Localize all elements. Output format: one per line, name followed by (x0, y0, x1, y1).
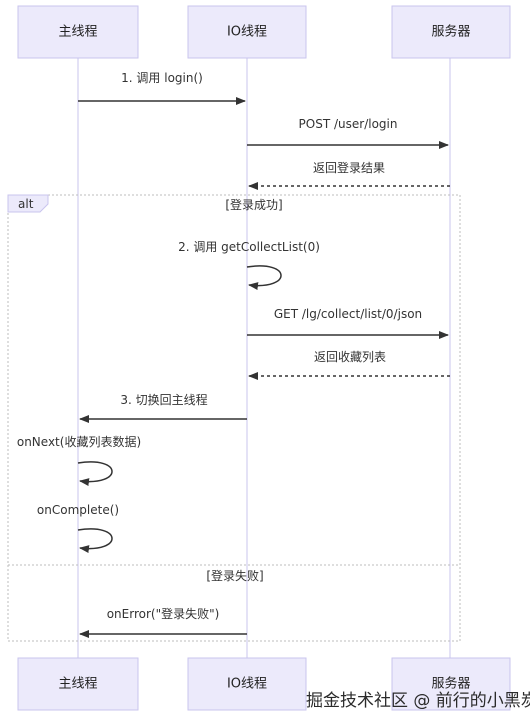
message-4-label: 2. 调用 getCollectList(0) (178, 240, 320, 254)
actor-main-top: 主线程 (17, 5, 139, 59)
alt-condition-failure: [登录失败] (206, 568, 263, 583)
message-9-self-arrow (77, 528, 113, 554)
actor-server-bottom: 服务器 (391, 657, 511, 711)
message-7-label: 3. 切换回主线程 (120, 392, 207, 407)
actor-main-bottom-label: 主线程 (58, 677, 97, 692)
message-8-label: onNext(收藏列表数据) (17, 434, 141, 449)
message-6-label: 返回收藏列表 (314, 350, 386, 364)
actor-io-bottom-label: IO线程 (227, 677, 267, 692)
message-5-label: GET /lg/collect/list/0/json (274, 307, 422, 321)
alt-condition-success: [登录成功] (225, 197, 282, 212)
actor-io-top: IO线程 (187, 5, 307, 59)
actor-main-bottom: 主线程 (17, 657, 139, 711)
message-10-label: onError("登录失败") (107, 606, 220, 621)
alt-tag-label: alt (18, 197, 34, 211)
actor-server-bottom-label: 服务器 (431, 676, 470, 692)
message-1-label: 1. 调用 login() (121, 71, 203, 85)
message-2-label: POST /user/login (299, 117, 398, 131)
message-4-self-arrow (246, 265, 282, 291)
actor-server-top: 服务器 (391, 5, 511, 59)
message-8-self-arrow (77, 461, 113, 487)
actor-main-label: 主线程 (58, 25, 97, 40)
alt-tag (7, 194, 49, 213)
actor-server-label: 服务器 (431, 24, 470, 40)
alt-frame (7, 194, 461, 642)
actor-io-bottom: IO线程 (187, 657, 307, 711)
actor-io-label: IO线程 (227, 25, 267, 40)
watermark: 掘金技术社区 @ 前行的小黑炭 (306, 691, 530, 711)
message-9-label: onComplete() (37, 503, 119, 517)
message-3-label: 返回登录结果 (313, 160, 385, 175)
